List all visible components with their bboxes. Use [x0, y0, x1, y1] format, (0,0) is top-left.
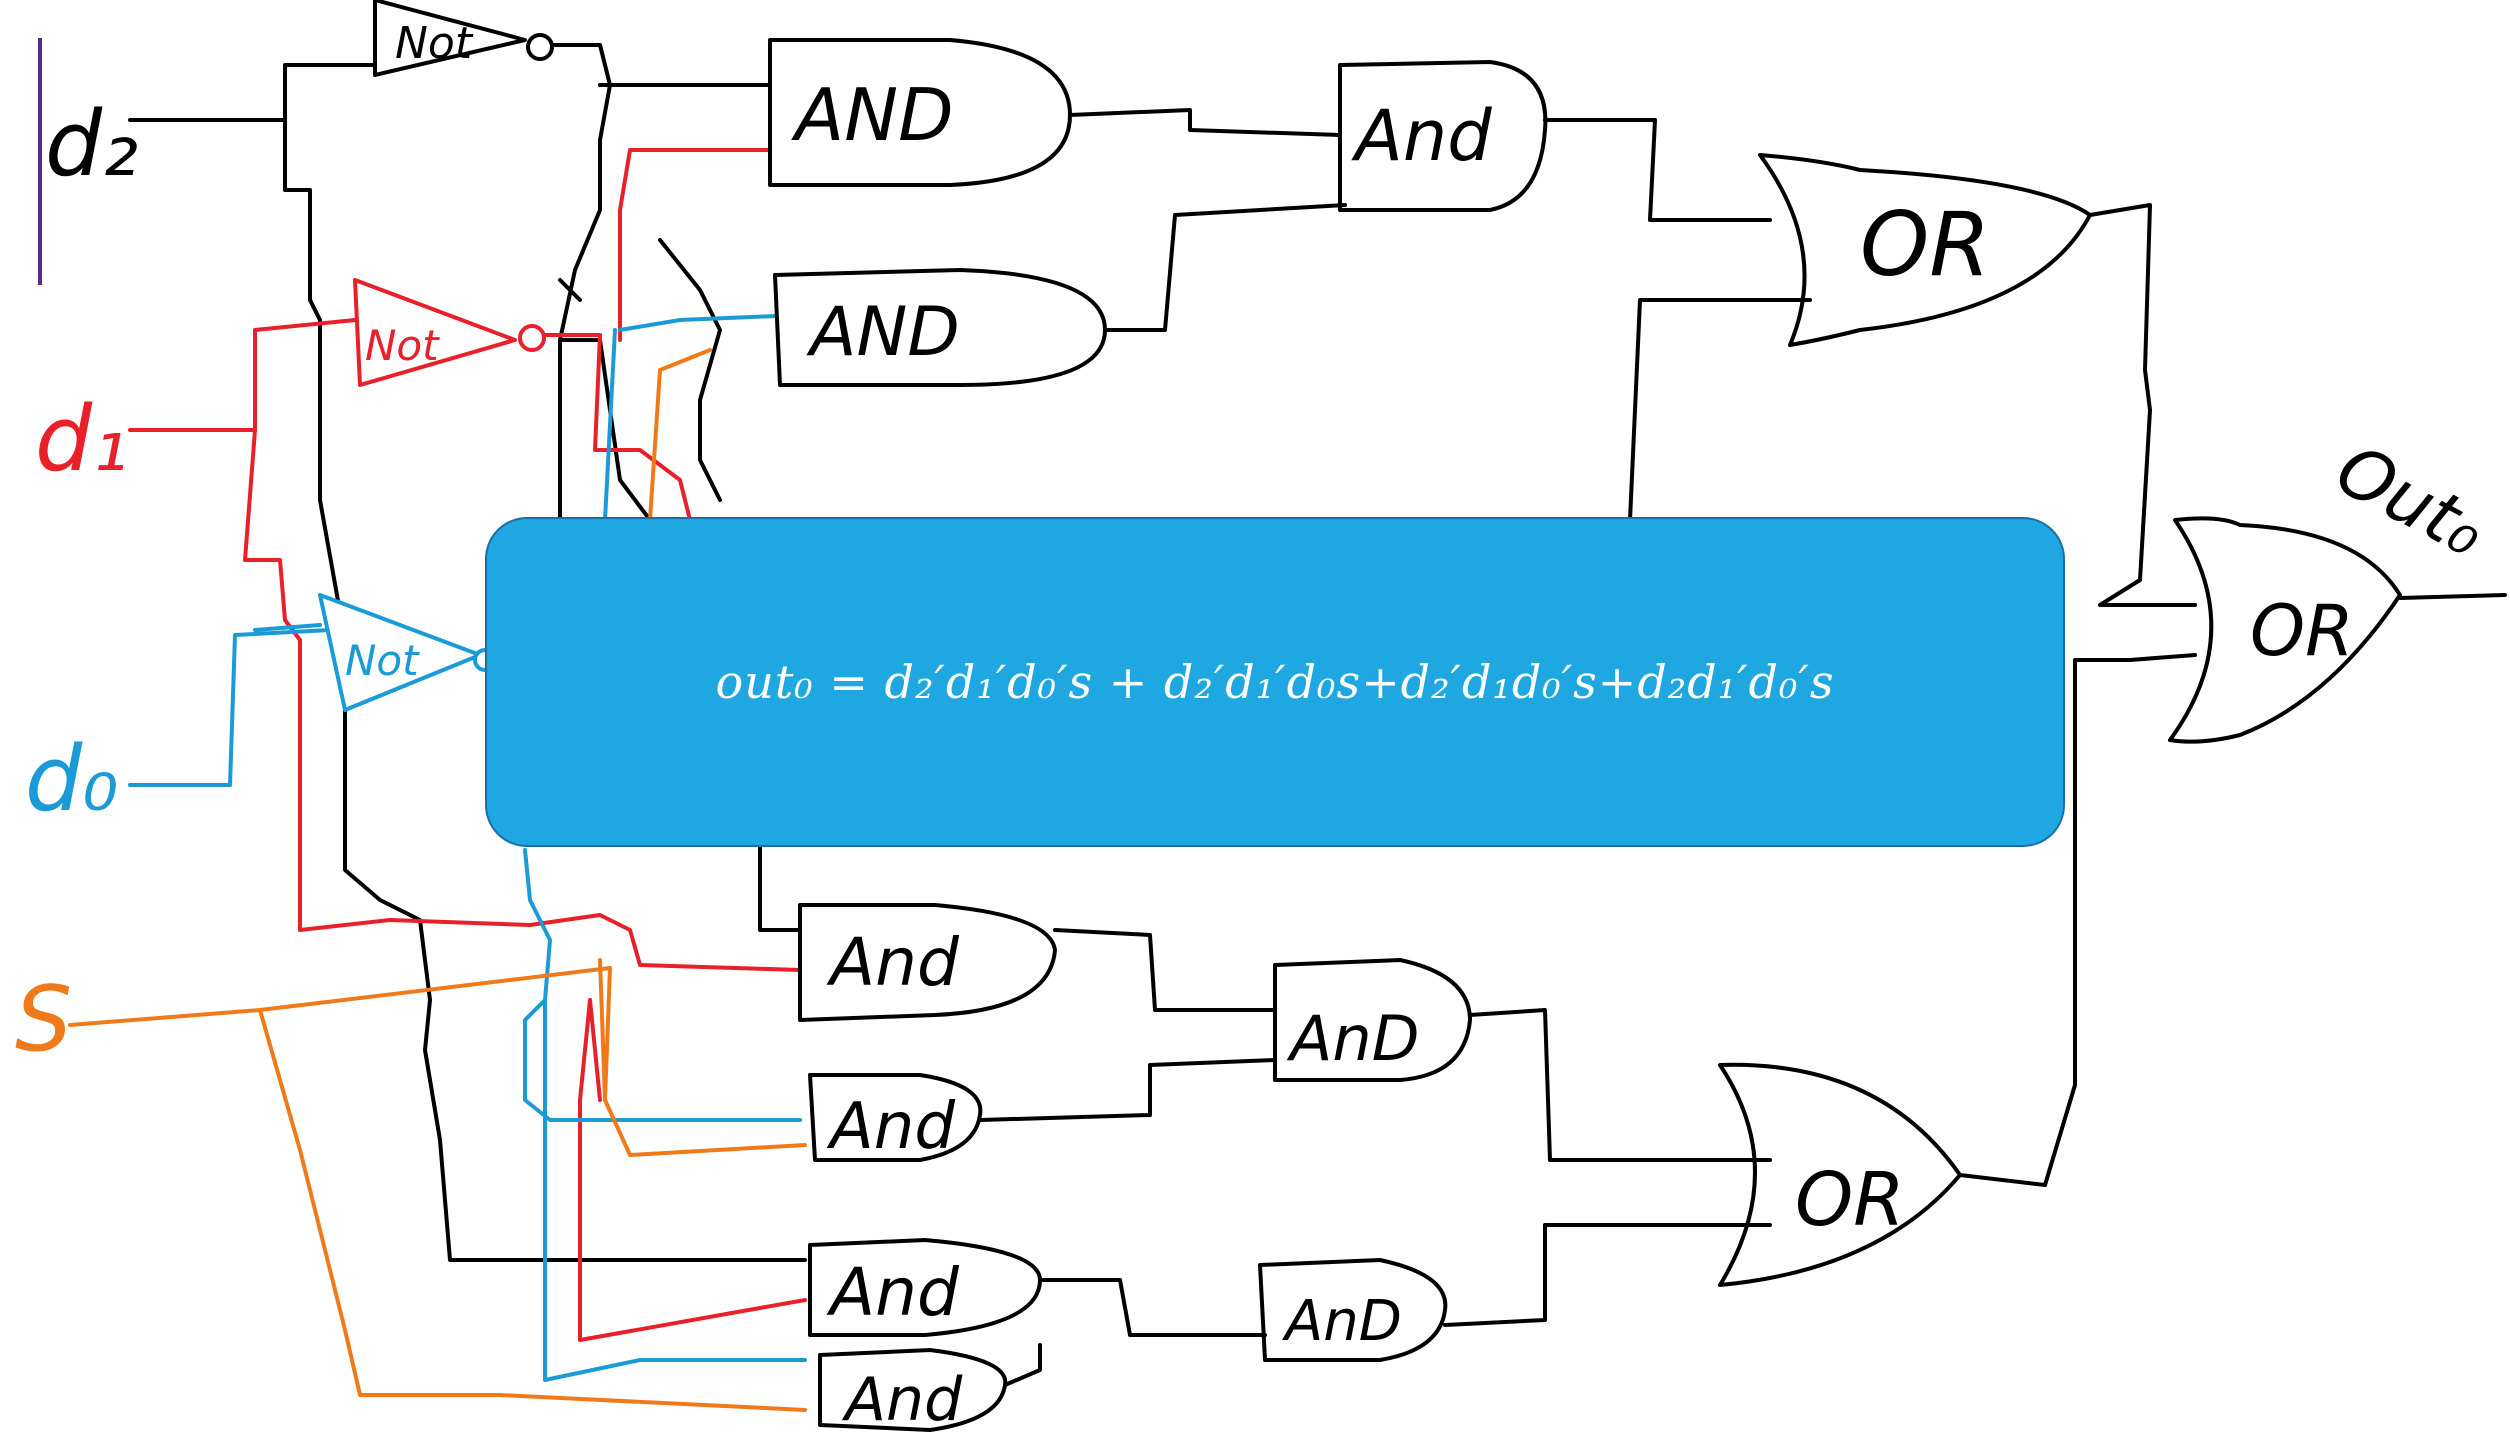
- svg-text:OR: OR: [2250, 590, 2354, 672]
- wire-d1-not-out: [543, 148, 807, 1342]
- svg-text:AND: AND: [791, 73, 954, 157]
- and-gate-lower-5: AnD: [1273, 958, 1472, 1082]
- svg-text:AnD: AnD: [1286, 1002, 1419, 1075]
- svg-text:Not: Not: [365, 321, 440, 370]
- and-gate-lower-4: And: [818, 1348, 1008, 1435]
- svg-text:And: And: [841, 1365, 963, 1435]
- input-label-d1: d₁: [35, 387, 128, 492]
- svg-text:AND: AND: [806, 293, 960, 372]
- equation-box: out₀ = d₂′d₁′d₀′s + d₂′d₁′d₀s+d₂′d₁d₀′s+…: [485, 517, 2065, 847]
- wire-s: [68, 348, 807, 1412]
- or-gate-lower: OR: [1718, 1062, 1962, 1287]
- not-gate-d0: Not: [318, 593, 497, 712]
- svg-text:AnD: AnD: [1282, 1289, 1402, 1354]
- not-gate-d1: Not: [353, 278, 546, 387]
- not-gate-d2: Not: [373, 0, 554, 77]
- svg-text:OR: OR: [1860, 193, 1990, 296]
- and-gate-lower-1: And: [798, 903, 1057, 1022]
- or-gate-upper: OR: [1758, 153, 2092, 347]
- svg-text:OR: OR: [1795, 1157, 1905, 1243]
- wire-black-lower: [758, 843, 802, 932]
- wire-lower-and-links: [978, 653, 2197, 1387]
- input-label-d2: d₂: [45, 92, 138, 197]
- svg-text:And: And: [1351, 95, 1492, 177]
- equation-text: out₀ = d₂′d₁′d₀′s + d₂′d₁′d₀s+d₂′d₁d₀′s+…: [715, 655, 1835, 709]
- svg-text:And: And: [826, 1254, 960, 1331]
- svg-text:Not: Not: [395, 18, 474, 69]
- and-gate-upper-3: And: [1338, 60, 1548, 212]
- wire-d2: [128, 63, 807, 1262]
- svg-text:Not: Not: [345, 636, 420, 685]
- and-gate-lower-2: And: [808, 1073, 983, 1164]
- wire-d2-not-out: [543, 43, 772, 522]
- wire-d0: [128, 623, 807, 1382]
- or-gate-final: OR: [2168, 516, 2402, 744]
- and-gate-upper-1: AND: [768, 38, 1072, 187]
- and-gate-lower-3: And: [808, 1238, 1042, 1337]
- wire-upper-and-links: [1068, 108, 2197, 607]
- wire-output: [2398, 593, 2507, 600]
- and-gate-upper-2: AND: [773, 268, 1107, 387]
- svg-text:And: And: [826, 924, 960, 1001]
- input-label-d0: d₀: [25, 727, 118, 832]
- and-gate-lower-6: AnD: [1258, 1258, 1448, 1362]
- wire-d1: [128, 318, 802, 972]
- svg-text:And: And: [826, 1090, 955, 1164]
- input-label-s: S: [15, 967, 72, 1072]
